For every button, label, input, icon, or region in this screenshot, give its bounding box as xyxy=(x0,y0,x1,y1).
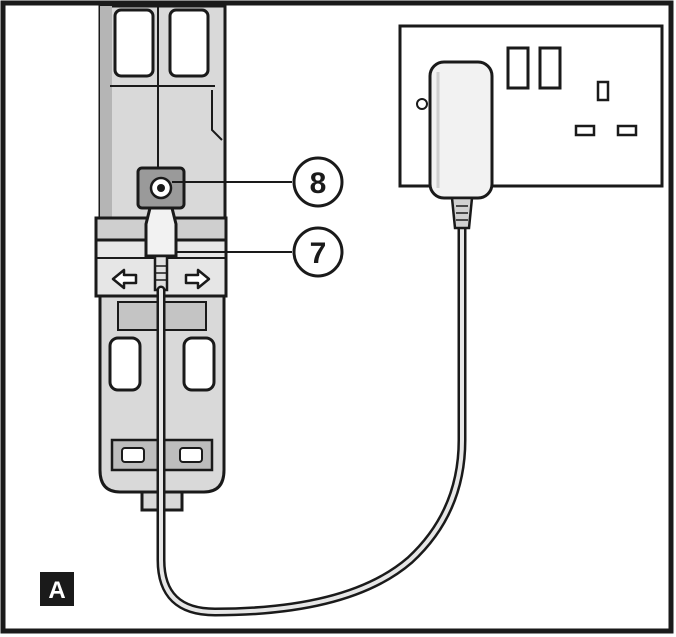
callout-8-circle xyxy=(292,156,344,208)
socket-switch-right xyxy=(538,46,562,90)
left-arrow-icon xyxy=(111,268,138,290)
panel-label: A xyxy=(48,577,65,604)
socket-switch-left xyxy=(506,46,530,90)
charging-cable xyxy=(159,223,464,615)
grip-right xyxy=(182,336,216,392)
right-arrow-icon xyxy=(184,268,211,290)
charger-plug xyxy=(144,206,178,292)
grip-left xyxy=(108,336,142,392)
tool-top-slot-right xyxy=(168,8,210,78)
callout-7-circle xyxy=(292,226,344,278)
callout-7-number: 7 xyxy=(310,237,327,270)
panel-label-box xyxy=(40,572,74,606)
charger-adaptor xyxy=(428,60,494,230)
tool-top-slot-left xyxy=(113,8,155,78)
callout-8-number: 8 xyxy=(310,167,327,200)
charging-socket xyxy=(136,166,186,210)
